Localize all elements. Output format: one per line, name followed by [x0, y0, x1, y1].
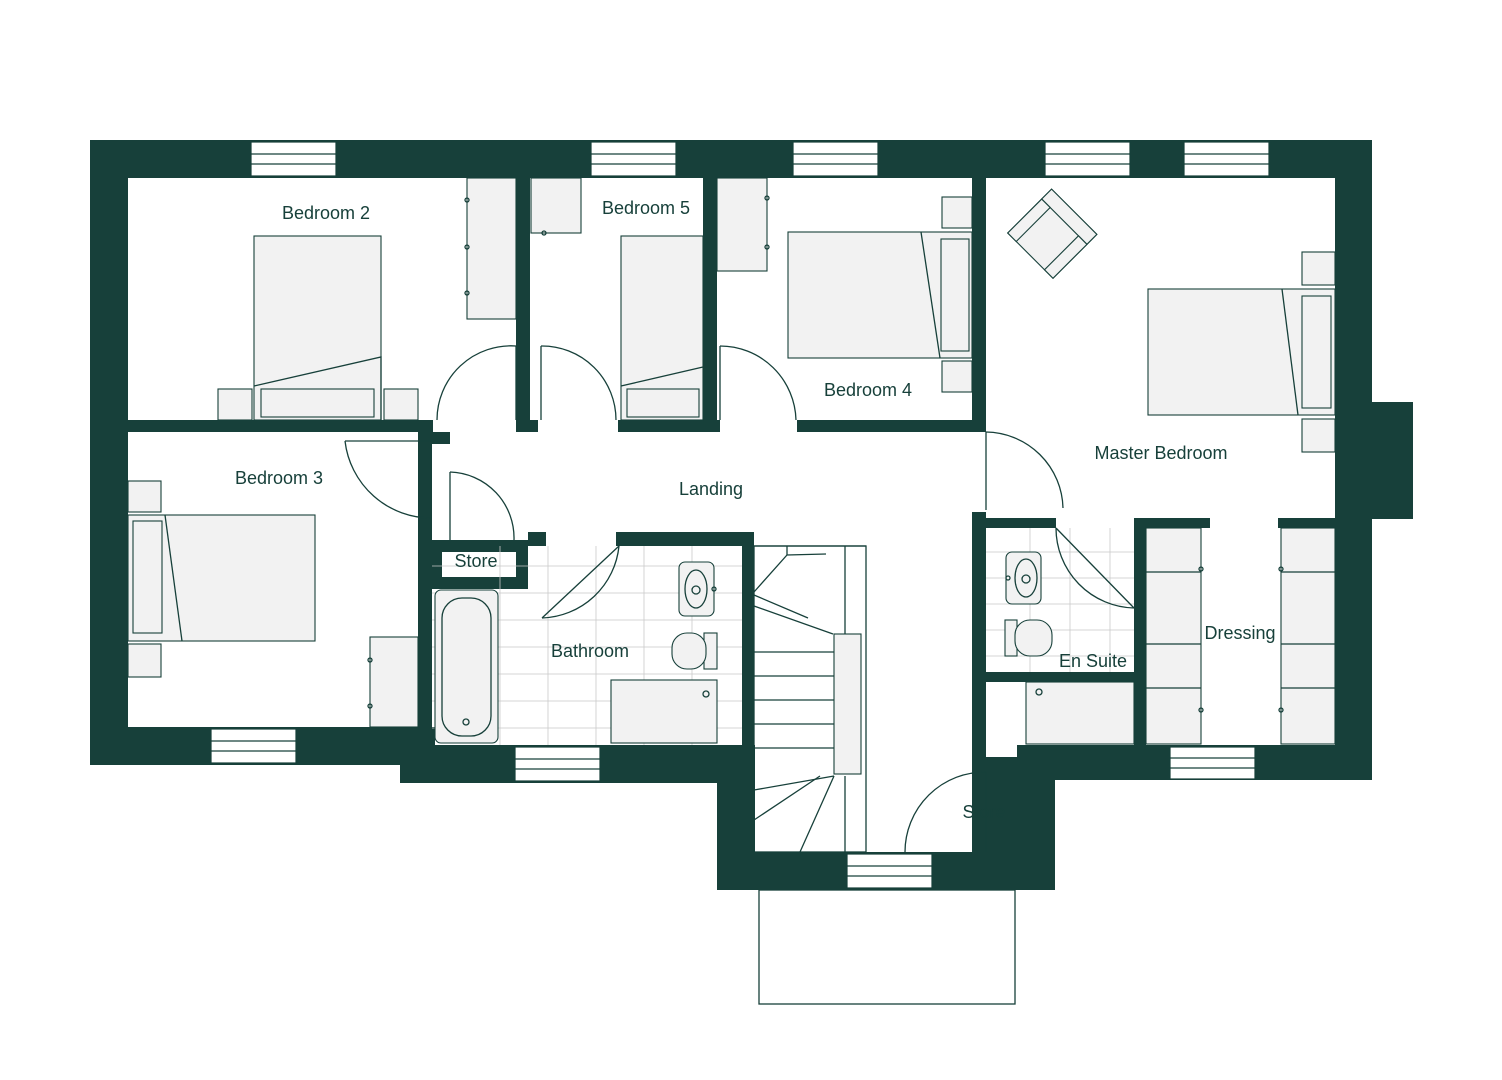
porch-outline [758, 889, 1016, 1005]
door-bathroom [541, 545, 620, 619]
pillow [940, 238, 970, 352]
en-suite-fixtures [1004, 551, 1135, 745]
bedside-table [127, 643, 162, 678]
label-bedroom-4: Bedroom 4 [824, 380, 912, 400]
pillow [132, 520, 163, 634]
dressing-wardrobes [1145, 527, 1336, 745]
pillow [1301, 295, 1332, 409]
bedside-table [941, 360, 973, 393]
windows [210, 141, 1270, 889]
door-bedroom-3 [344, 440, 433, 519]
label-en-suite: En Suite [1059, 651, 1127, 671]
bedside-table [217, 388, 253, 421]
stair-newel [833, 633, 862, 775]
desk [369, 636, 419, 728]
pillow [626, 388, 700, 418]
bathtub [434, 589, 499, 744]
window-dressing [1169, 746, 1256, 780]
label-landing: Landing [679, 479, 743, 499]
door-bedroom-2 [436, 345, 517, 421]
bedside-table [127, 480, 162, 513]
bedroom-2-furniture [217, 177, 517, 421]
toilet-bowl [1014, 619, 1053, 657]
window-bathroom [514, 746, 601, 782]
door-master [985, 431, 1064, 510]
bedside-table [1301, 251, 1336, 286]
door-en-suite [1055, 527, 1135, 609]
label-store-bottom: Store [962, 802, 1005, 822]
desk [530, 177, 582, 234]
window-bedroom-2 [250, 141, 337, 177]
window-master-1 [1044, 141, 1131, 177]
label-master-bedroom: Master Bedroom [1094, 443, 1227, 463]
toilet-bowl [671, 632, 707, 670]
door-store-left [449, 471, 515, 541]
label-store-left: Store [454, 551, 497, 571]
label-bathroom: Bathroom [551, 641, 629, 661]
label-bedroom-3: Bedroom 3 [235, 468, 323, 488]
bedside-table [383, 388, 419, 421]
label-dressing: Dressing [1204, 623, 1275, 643]
bedside-table [1301, 418, 1336, 453]
door-bedroom-4 [719, 345, 797, 421]
staircase [753, 545, 867, 853]
bedroom-5-furniture [530, 177, 704, 421]
master-bedroom-furniture [1006, 188, 1336, 453]
shower-tray [610, 679, 718, 744]
door-swings [344, 345, 1135, 853]
pillow [260, 388, 375, 418]
shower-tray [1025, 681, 1135, 745]
window-stair [846, 853, 933, 889]
room-labels: Bedroom 2 Bedroom 5 Bedroom 4 Master Bed… [235, 198, 1276, 822]
door-bedroom-5 [540, 345, 617, 421]
wardrobe [466, 177, 517, 320]
wardrobe [716, 177, 768, 272]
armchair [1006, 188, 1098, 280]
window-bedroom-5 [590, 141, 677, 177]
label-bedroom-2: Bedroom 2 [282, 203, 370, 223]
window-bedroom-3 [210, 728, 297, 764]
door-store-bottom [904, 771, 987, 853]
window-master-2 [1183, 141, 1270, 177]
window-bedroom-4 [792, 141, 879, 177]
bedroom-3-furniture [127, 480, 419, 728]
bedside-table [941, 196, 973, 229]
label-bedroom-5: Bedroom 5 [602, 198, 690, 218]
bedroom-4-furniture [716, 177, 973, 393]
bathroom-fixtures [434, 561, 718, 744]
